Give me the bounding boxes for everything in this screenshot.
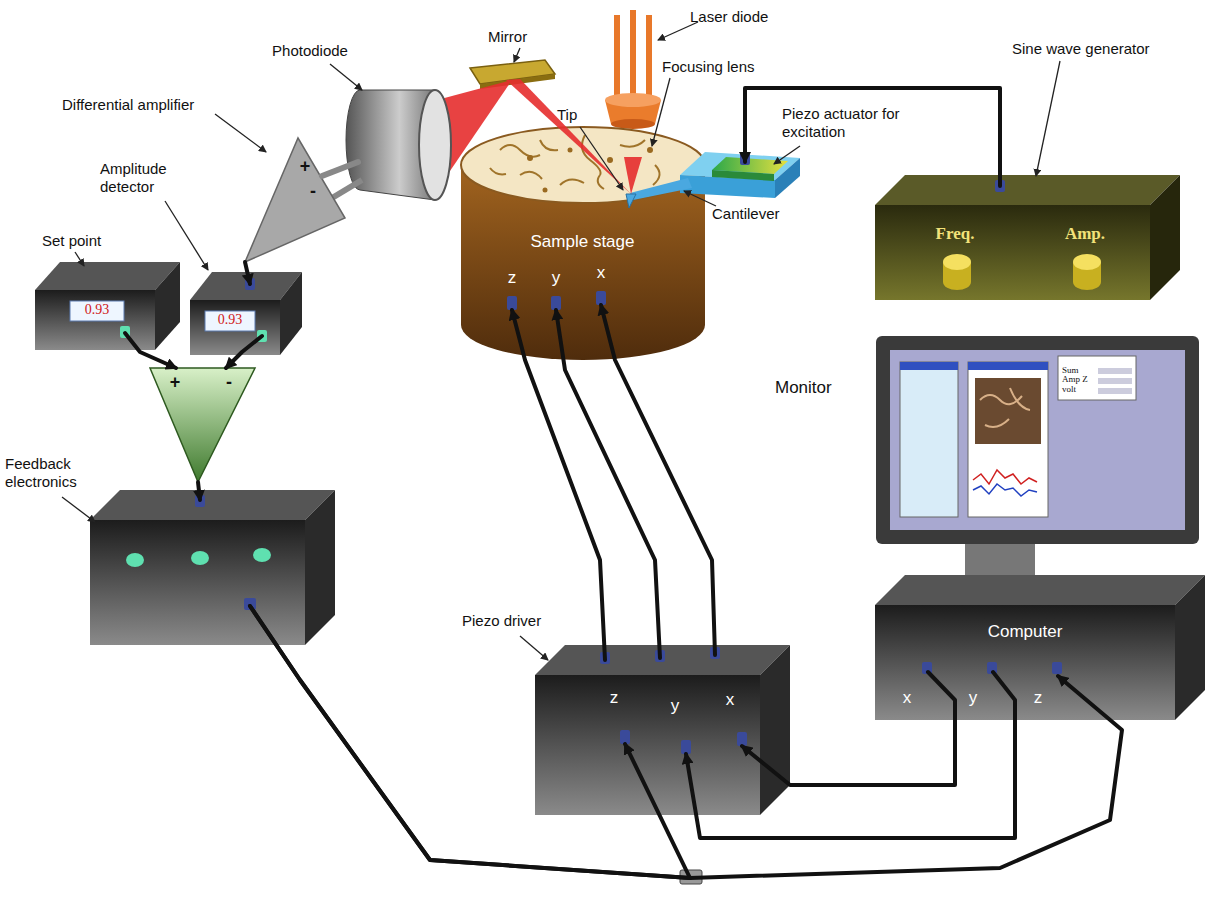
part-label: Tip <box>557 106 587 124</box>
leader-lines <box>62 22 1060 660</box>
summing-triangle <box>150 368 255 482</box>
node-label: Computer <box>955 622 1095 642</box>
computer-box <box>875 575 1205 720</box>
photodiode <box>332 90 451 200</box>
cantilever <box>626 178 692 208</box>
stage-cylinder: Sample stage z y x <box>461 127 705 362</box>
feedback-box: Feedback electronics <box>90 490 335 645</box>
feedback-box <box>90 490 335 645</box>
signal-cable <box>322 162 358 176</box>
node-text: - <box>221 372 237 394</box>
node-text: z <box>607 688 621 708</box>
laser-beam <box>437 79 642 194</box>
piezo-driver-box <box>535 645 790 815</box>
signal-cable <box>198 482 200 500</box>
part-label: Focusing lens <box>662 58 772 76</box>
node-text: x <box>594 263 608 283</box>
node-label: Piezo actuator for excitation <box>782 105 907 141</box>
node-text: + <box>297 156 313 178</box>
node-label: Piezo driver <box>462 612 572 630</box>
set-point-box: Set point0.93 <box>35 262 180 350</box>
node-text: Sum Amp Z volt <box>1062 366 1096 394</box>
detector-box: Amplitude detector0.93 <box>190 272 302 355</box>
node-label: Amplitude detector <box>100 160 195 196</box>
node-text: y <box>966 688 980 708</box>
node-label: Photodiode <box>255 42 365 60</box>
node-label: Feedback electronics <box>5 455 100 491</box>
part-label: Cantilever <box>712 205 802 223</box>
driver-box: Piezo driverzyx <box>535 645 790 815</box>
node-text: x <box>723 690 737 710</box>
node-text: 0.93 <box>205 312 255 329</box>
signal-cable <box>686 672 1015 838</box>
node-text: Amp. <box>1045 224 1125 244</box>
node-text: y <box>668 696 682 716</box>
node-text: z <box>1031 688 1045 708</box>
laser-diode <box>605 10 661 129</box>
node-text: - <box>305 181 321 203</box>
signal-cable <box>745 88 1000 186</box>
node-text: 0.93 <box>70 302 124 319</box>
signal-cable <box>245 262 250 284</box>
signal-cable <box>512 310 605 660</box>
node-label: Sample stage <box>490 232 675 252</box>
set-point-box <box>35 262 180 350</box>
monitor-screen: MonitorSum Amp Z volt <box>890 350 1185 530</box>
signal-cable <box>250 606 690 878</box>
part-label: Laser diode <box>690 8 790 26</box>
signal-cable <box>601 305 715 655</box>
node-text: z <box>505 268 519 288</box>
photodiode: Photodiode <box>340 85 455 205</box>
signal-cable <box>125 333 176 368</box>
summing-triangle: +- <box>150 368 255 482</box>
node-label: + <box>167 372 183 394</box>
amplifier-triangle <box>245 138 345 262</box>
node-label: Differential amplifier <box>62 96 247 114</box>
node-text: y <box>549 268 563 288</box>
signal-cable <box>250 606 1122 878</box>
signal-cable <box>556 310 660 658</box>
signal-cable <box>742 672 955 785</box>
node-label: Set point <box>42 232 132 250</box>
actuator-block: Piezo actuator for excitation <box>680 150 800 200</box>
amplifier-triangle: Differential amplifier+- <box>245 135 350 265</box>
signal-cable <box>226 336 262 368</box>
part-label: Mirror <box>488 28 558 46</box>
monitor <box>876 336 1199 585</box>
amplitude-detector-box <box>190 272 302 355</box>
node-text: Freq. <box>915 224 995 244</box>
node-label: Monitor <box>775 378 855 398</box>
node-label: Sine wave generator <box>1012 40 1182 58</box>
sample-stage <box>461 127 705 360</box>
generator-box: Sine wave generatorFreq.Amp. <box>875 175 1180 300</box>
node-text: x <box>900 688 914 708</box>
sine-generator-box <box>875 175 1180 300</box>
computer-box: Computer x y z <box>875 575 1205 720</box>
